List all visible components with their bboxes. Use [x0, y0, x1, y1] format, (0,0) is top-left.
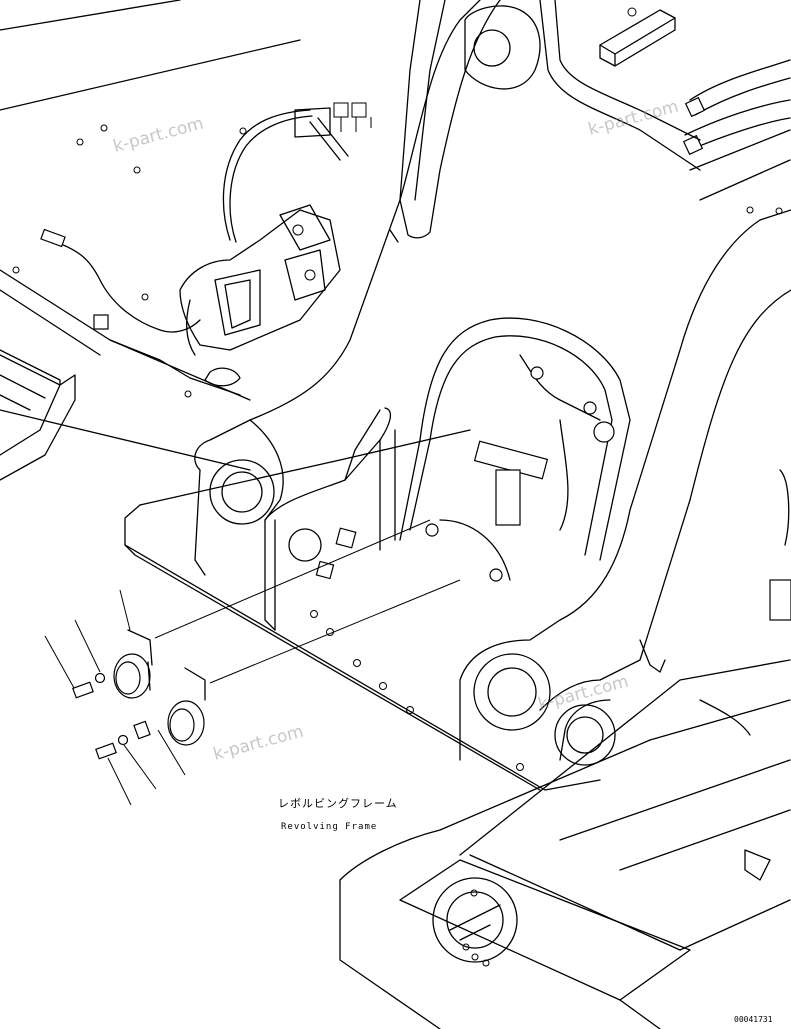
revolving-frame-label-jp: レボルビングフレーム	[278, 797, 398, 810]
right-boom-bracket	[459, 209, 791, 766]
watermark-4: k-part.com	[211, 722, 306, 765]
relay-symbol-icon	[329, 102, 372, 132]
horn-assembly-left	[44, 589, 153, 699]
revolving-frame-label-en: Revolving Frame	[281, 822, 378, 832]
lower-frame	[339, 659, 791, 1029]
drawing-code: 00041731	[734, 1015, 773, 1024]
wiring-harness	[40, 107, 349, 387]
horn-assembly-right	[95, 667, 206, 806]
watermark-3: k-part.com	[536, 672, 631, 715]
revolving-frame-plate	[0, 409, 601, 791]
center-plate	[264, 407, 396, 631]
left-boom-bracket	[194, 0, 701, 576]
floor-plate	[0, 0, 301, 401]
watermark-1: k-part.com	[111, 114, 206, 157]
top-right-hoses	[599, 7, 791, 215]
watermark-2: k-part.com	[586, 97, 681, 140]
left-rail	[0, 349, 76, 481]
leader-lines	[154, 519, 461, 684]
frame-window	[399, 317, 631, 582]
